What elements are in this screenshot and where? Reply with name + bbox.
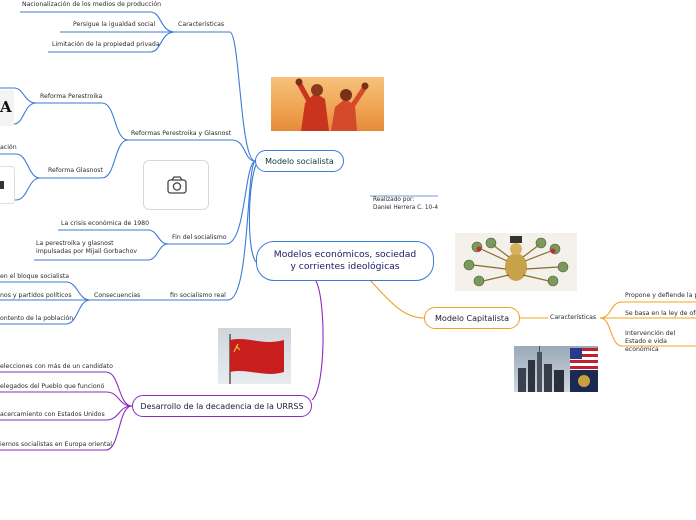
decadencia-item-4[interactable]: iernos socialistas en Europa oriental bbox=[0, 441, 112, 448]
capitalista-caracteristica-3[interactable]: Intervención del Estado e vida económica bbox=[625, 330, 676, 353]
camera-icon bbox=[167, 176, 187, 194]
glasnost-cut-label[interactable]: ación bbox=[0, 144, 17, 151]
fin-real-label[interactable]: fin socialismo real bbox=[170, 292, 226, 299]
fin-item-2[interactable]: La perestroika y glasnost impulsadas por… bbox=[36, 240, 138, 255]
perestroika-image-letter: A bbox=[0, 98, 12, 116]
socialista-caracteristica-2[interactable]: Persigue la igualdad social bbox=[73, 21, 156, 28]
capitalista-caracteristicas-label[interactable]: Características bbox=[550, 314, 597, 321]
capitalista-caracteristica-2[interactable]: Se basa en la ley de oferta bbox=[625, 310, 696, 317]
capitalista-caracteristica-1[interactable]: Propone y defiende la pro bbox=[625, 292, 696, 299]
modelo-capitalista-label: Modelo Capitalista bbox=[435, 313, 509, 323]
ussr-flag-image bbox=[218, 328, 291, 384]
fin-item-1[interactable]: La crisis económica de 1980 bbox=[61, 220, 150, 227]
consecuencia-3[interactable]: ontento de la población bbox=[0, 315, 74, 322]
socialist-poster-image bbox=[271, 77, 384, 131]
socialista-caracteristica-3[interactable]: Limitación de la propiedad privada bbox=[52, 41, 160, 48]
socialista-caracteristica-1[interactable]: Nacionalización de los medios de producc… bbox=[22, 1, 162, 8]
reformas-label[interactable]: Reformas Perestroika y Glasnost bbox=[131, 130, 232, 137]
central-topic-label: Modelos económicos, sociedad y corriente… bbox=[273, 249, 417, 272]
socialista-caracteristicas-label[interactable]: Características bbox=[178, 21, 225, 28]
fin-socialismo-label[interactable]: Fin del socialismo bbox=[172, 234, 227, 241]
modelo-socialista-node[interactable]: Modelo socialista bbox=[255, 150, 344, 172]
decadencia-label: Desarrollo de la decadencia de la URRSS bbox=[140, 401, 304, 411]
reforma-perestroika-label[interactable]: Reforma Perestroika bbox=[40, 93, 103, 100]
decadencia-item-1[interactable]: elecciones con más de un candidato bbox=[0, 363, 113, 370]
capitalism-cartoon-image bbox=[455, 233, 577, 291]
modelo-capitalista-node[interactable]: Modelo Capitalista bbox=[424, 307, 520, 329]
decadencia-item-2[interactable]: elegados del Pueblo que funcionó bbox=[0, 383, 105, 390]
consecuencias-label[interactable]: Consecuencias bbox=[94, 292, 141, 299]
modelo-socialista-label: Modelo socialista bbox=[265, 156, 334, 166]
author-note: Realizado por: Daniel Herrera C. 10-4 bbox=[373, 197, 439, 211]
usa-city-image bbox=[514, 346, 598, 392]
perestroika-image: A bbox=[0, 90, 14, 126]
decadencia-node[interactable]: Desarrollo de la decadencia de la URRSS bbox=[132, 395, 312, 417]
consecuencia-2[interactable]: nos y partidos políticos bbox=[0, 292, 72, 299]
reforma-glasnost-label[interactable]: Reforma Glasnost bbox=[48, 167, 103, 174]
consecuencia-1[interactable]: en el bloque socialista bbox=[0, 273, 70, 280]
glasnost-image bbox=[0, 166, 15, 204]
central-topic[interactable]: Modelos económicos, sociedad y corriente… bbox=[256, 241, 434, 281]
image-placeholder[interactable] bbox=[143, 160, 209, 210]
decadencia-item-3[interactable]: acercamiento con Estados Unidos bbox=[0, 411, 105, 418]
